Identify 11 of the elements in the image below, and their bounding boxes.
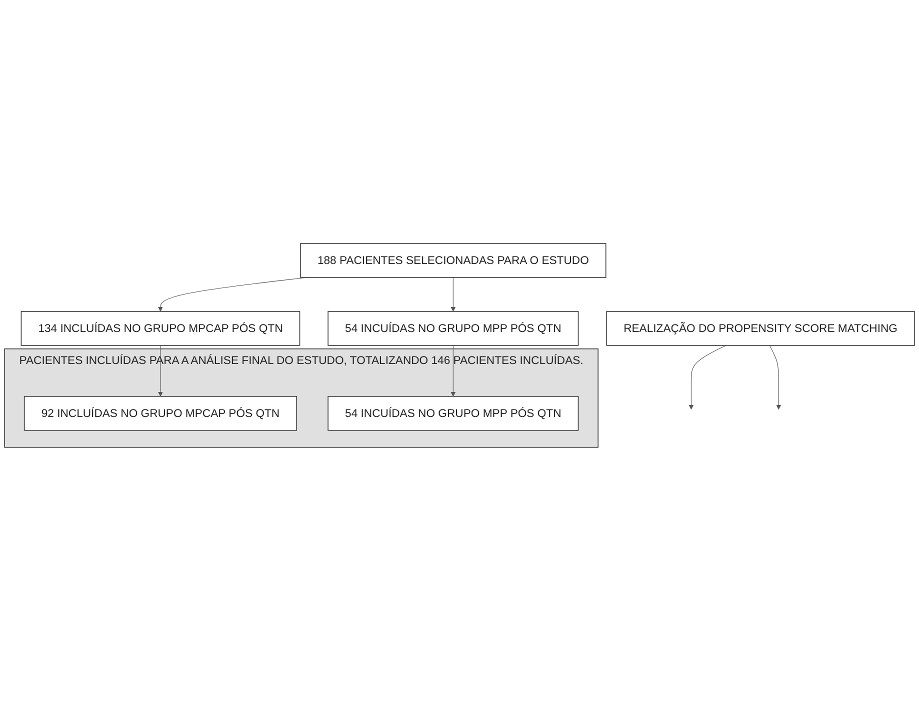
arrow — [450, 277, 456, 312]
node-box: 54 INCUÍDAS NO GRUPO MPP PÓS QTN — [328, 396, 579, 432]
arrow — [450, 345, 456, 397]
node-box: 188 PACIENTES SELECIONADAS PARA O ESTUDO — [300, 243, 606, 278]
arrow — [158, 345, 163, 397]
node-box: 134 INCLUÍDAS NO GRUPO MPCAP PÓS QTN — [20, 311, 300, 346]
node-box: 92 INCLUÍDAS NO GRUPO MPCAP PÓS QTN — [24, 396, 298, 432]
arrow — [688, 345, 726, 410]
node-box: REALIZAÇÃO DO PROPENSITY SCORE MATCHING — [606, 311, 915, 346]
node-box: 54 INCUÍDAS NO GRUPO MPP PÓS QTN — [328, 311, 579, 346]
arrow — [769, 345, 782, 410]
